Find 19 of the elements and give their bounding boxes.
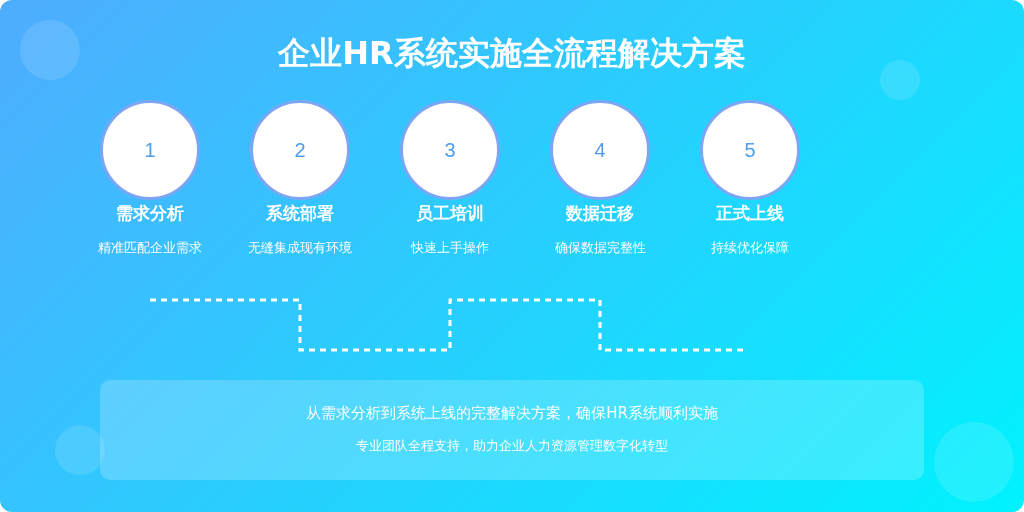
step-title: 系统部署 [266, 203, 334, 223]
step-title: 员工培训 [416, 203, 484, 223]
step-description: 确保数据完整性 [554, 240, 646, 255]
summary-text: 专业团队全程支持，助力企业人力资源管理数字化转型 [356, 438, 668, 453]
diagram-title: 企业HR系统实施全流程解决方案 [278, 34, 746, 72]
step-number: 3 [444, 140, 456, 160]
step-description: 持续优化保障 [711, 240, 789, 255]
step-description: 快速上手操作 [411, 240, 489, 255]
summary-text: 从需求分析到系统上线的完整解决方案，确保HR系统顺利实施 [306, 404, 718, 422]
step-title: 正式上线 [716, 203, 784, 223]
step-number: 2 [294, 140, 306, 160]
step-description: 无缝集成现有环境 [248, 240, 352, 255]
step-title: 需求分析 [116, 203, 184, 223]
step-description: 精准匹配企业需求 [98, 240, 202, 255]
step-number: 5 [744, 140, 756, 160]
step-number: 1 [144, 140, 156, 160]
step-number: 4 [594, 140, 606, 160]
summary-panel [100, 380, 924, 480]
step-title: 数据迁移 [566, 203, 634, 223]
